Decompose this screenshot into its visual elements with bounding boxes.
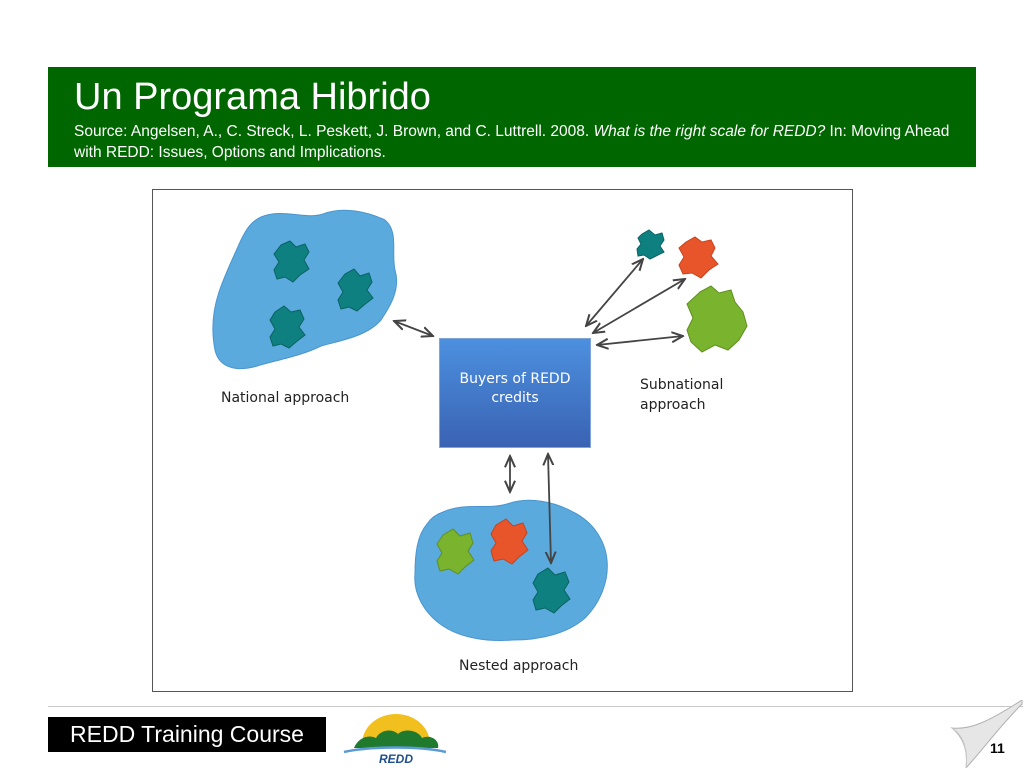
nested-approach-label: Nested approach [459, 658, 579, 674]
subnational-region-orange [678, 236, 719, 279]
page-number: 11 [990, 740, 1005, 756]
national-region-1 [273, 240, 310, 283]
buyers-label-line1: Buyers of REDD [459, 371, 571, 387]
arrow-buyers-sub-teal [586, 259, 643, 326]
footer-divider [48, 706, 1023, 707]
subnational-region-green [686, 285, 748, 353]
source-citation: Source: Angelsen, A., C. Streck, L. Pesk… [74, 121, 950, 163]
arrow-national-buyers [394, 321, 433, 336]
page-curl-icon [950, 700, 1023, 768]
national-region-3 [269, 305, 306, 349]
source-suffix: In: Moving Ahead with REDD: Issues, Opti… [74, 123, 950, 161]
nested-region-green [436, 528, 475, 575]
buyers-label-line2: credits [491, 390, 539, 406]
subnational-label-line1: Subnational [640, 377, 724, 393]
nested-region-orange [490, 518, 529, 565]
course-label: REDD Training Course [48, 717, 326, 752]
subnational-label-line2: approach [640, 397, 706, 413]
arrow-buyers-sub-green [597, 336, 683, 345]
source-title: What is the right scale for REDD? [593, 123, 826, 140]
subnational-approach-label: Subnational approach [640, 375, 723, 415]
redd-approaches-diagram: Buyers of REDD credits National approach… [152, 189, 853, 692]
nested-region-teal [532, 567, 571, 614]
subnational-region-teal [636, 229, 665, 260]
national-territory-blob [212, 209, 397, 370]
redd-logo: REDD [343, 714, 447, 766]
arrow-buyers-sub-orange [593, 279, 685, 333]
buyers-of-redd-credits-box: Buyers of REDD credits [439, 338, 591, 448]
title-banner: Un Programa Hibrido Source: Angelsen, A.… [48, 67, 976, 167]
arrow-buyers-nested-region [548, 454, 551, 563]
logo-trees-icon [354, 730, 439, 748]
slide-title: Un Programa Hibrido [74, 76, 431, 118]
national-region-2 [337, 268, 374, 312]
logo-swoosh-icon [343, 746, 447, 754]
national-approach-label: National approach [221, 390, 350, 406]
source-prefix: Source: Angelsen, A., C. Streck, L. Pesk… [74, 123, 594, 140]
diagram-canvas [212, 209, 748, 641]
logo-text: REDD [379, 752, 413, 766]
